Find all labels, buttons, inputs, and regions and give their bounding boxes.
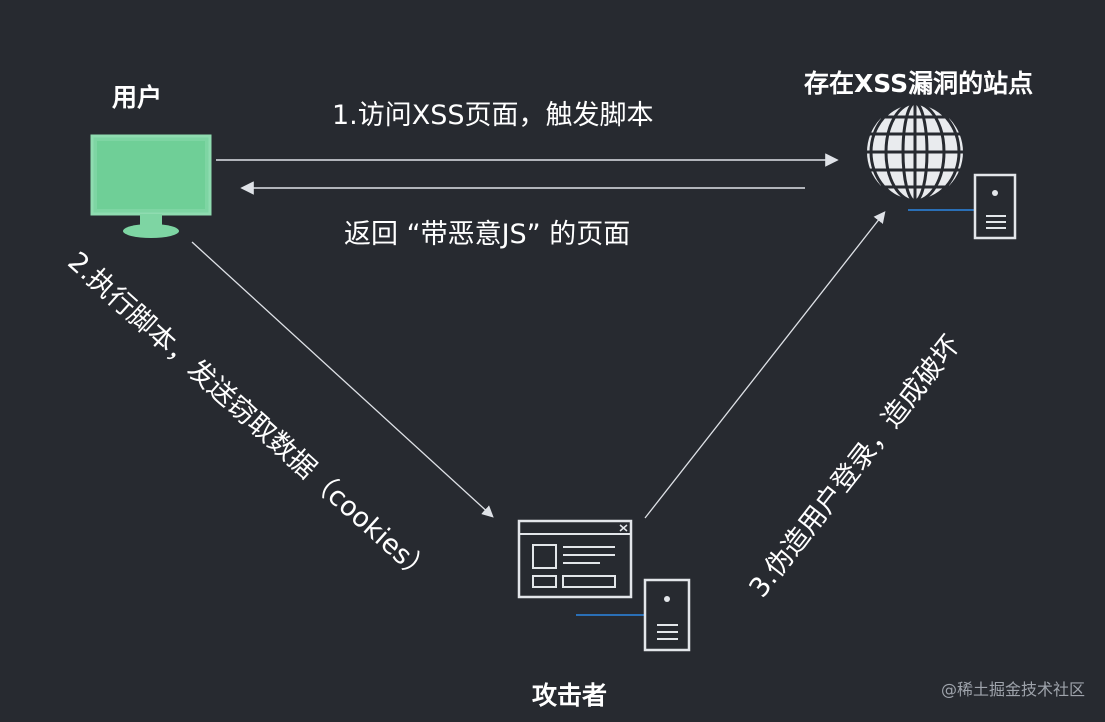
step1-response-label: 返回 “带恶意JS” 的页面 [344,219,631,250]
site-label: 存在XSS漏洞的站点 [804,69,1034,98]
server-icon [576,578,691,652]
arrow-step3 [644,211,886,519]
server-icon [908,173,1017,240]
watermark: @稀土掘金技术社区 [940,680,1085,699]
attacker-label: 攻击者 [532,681,608,710]
browser-window-icon [517,519,633,599]
arrow-step2 [191,241,494,518]
step1-request-label: 1.访问XSS页面，触发脚本 [332,100,654,131]
globe-icon [865,102,965,202]
monitor-icon [90,134,212,238]
user-label: 用户 [112,83,163,112]
